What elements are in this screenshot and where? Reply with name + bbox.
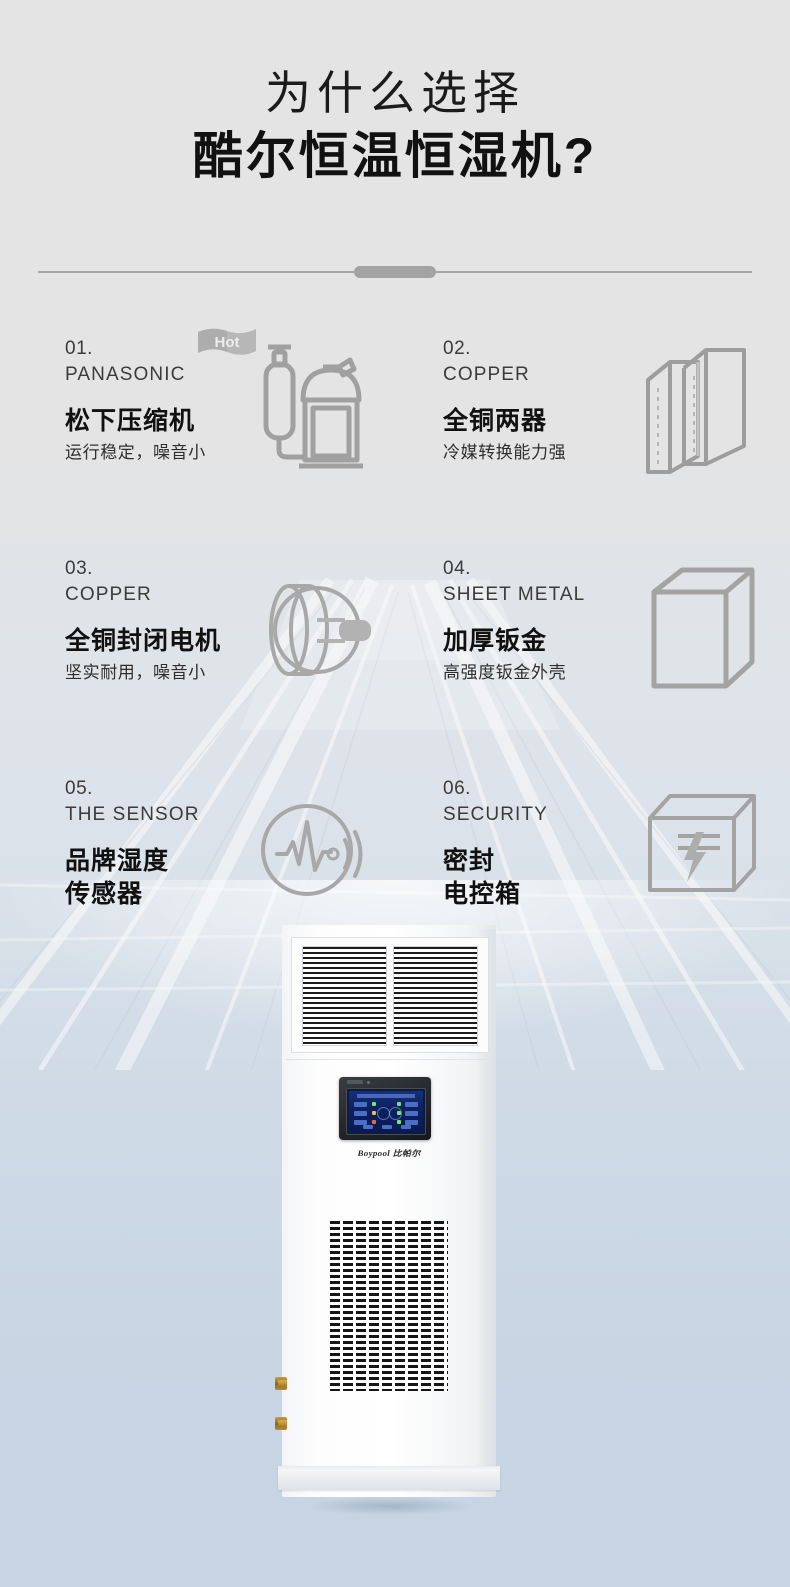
feature-index: 04. (443, 558, 471, 579)
divider-knob (354, 266, 436, 278)
feature-grid: 01. PANASONIC 松下压缩机 运行稳定，噪音小 Hot (0, 318, 790, 978)
feature-title: 全铜封闭电机 (65, 627, 222, 656)
feature-item-02: 02. COPPER 全铜两器 冷媒转换能力强 (395, 318, 790, 538)
lcd-dial (389, 1107, 402, 1120)
feature-text-block: 05. THE SENSOR 品牌湿度 传感器 (65, 776, 280, 914)
lcd-status-led (372, 1102, 376, 1106)
panel-label-strip (347, 1080, 363, 1084)
lcd-status-led (397, 1102, 401, 1106)
heat-exchanger-icon (640, 338, 760, 483)
feature-item-05: 05. THE SENSOR 品牌湿度 传感器 (0, 758, 395, 978)
top-vent-panel (291, 937, 489, 1053)
feature-row: 01. PANASONIC 松下压缩机 运行稳定，噪音小 Hot (0, 318, 790, 538)
feature-eng-label: THE SENSOR (65, 804, 200, 826)
product-cabinet: Boypool 比帕尔 (275, 925, 496, 1497)
lcd-button[interactable] (363, 1125, 373, 1129)
feature-row: 03. COPPER 全铜封闭电机 坚实耐用，噪音小 (0, 538, 790, 758)
feature-index: 05. (65, 778, 93, 799)
cabinet-side-panel (474, 929, 496, 1489)
brand-logo-text: Boypool 比帕尔 (357, 1148, 421, 1158)
feature-subtitle: 运行稳定，噪音小 (65, 442, 206, 462)
panel-indicator-dot (367, 1081, 370, 1084)
cabinet-seam (286, 1059, 492, 1060)
feature-row: 05. THE SENSOR 品牌湿度 传感器 (0, 758, 790, 978)
hot-badge-text: Hot (215, 334, 240, 351)
pipe-fitting-lower (275, 1417, 287, 1430)
air-grille-right (393, 946, 478, 1046)
lcd-button[interactable] (354, 1120, 367, 1125)
feature-title: 品牌湿度 传感器 (65, 847, 170, 908)
lcd-button[interactable] (354, 1111, 367, 1116)
section-divider (38, 265, 752, 279)
feature-subtitle: 高强度钣金外壳 (443, 662, 567, 682)
lcd-button[interactable] (405, 1102, 418, 1107)
feature-text-block: 03. COPPER 全铜封闭电机 坚实耐用，噪音小 (65, 556, 280, 685)
page-header: 为什么选择 酷尔恒温恒湿机? (0, 0, 790, 184)
lcd-status-led (372, 1120, 376, 1124)
lcd-status-led (372, 1111, 376, 1115)
feature-text-block: 04. SHEET METAL 加厚钣金 高强度钣金外壳 (443, 556, 658, 685)
electrical-box-icon (640, 778, 760, 923)
feature-title: 松下压缩机 (65, 407, 196, 436)
feature-item-06: 06. SECURITY 密封 电控箱 (395, 758, 790, 978)
feature-index: 02. (443, 338, 471, 359)
plinth-lip (278, 1466, 500, 1471)
feature-text-block: 02. COPPER 全铜两器 冷媒转换能力强 (443, 336, 658, 465)
feature-index: 03. (65, 558, 93, 579)
feature-text-block: 01. PANASONIC 松下压缩机 运行稳定，噪音小 (65, 336, 280, 465)
lcd-button[interactable] (354, 1102, 367, 1107)
feature-eng-label: SHEET METAL (443, 584, 586, 606)
product-shadow (274, 1493, 506, 1519)
lcd-screen[interactable] (349, 1091, 423, 1132)
metal-box-icon (640, 558, 760, 703)
feature-eng-label: COPPER (65, 584, 152, 606)
pipe-fitting-upper (275, 1377, 287, 1390)
lcd-title-bar (357, 1094, 415, 1098)
brand-logo: Boypool 比帕尔 (334, 1147, 444, 1160)
feature-subtitle: 坚实耐用，噪音小 (65, 662, 206, 682)
feature-eng-label: PANASONIC (65, 364, 186, 386)
feature-subtitle: 冷媒转换能力强 (443, 442, 567, 462)
lcd-button[interactable] (405, 1111, 418, 1116)
control-panel[interactable] (339, 1077, 431, 1140)
lcd-button[interactable] (401, 1125, 411, 1129)
feature-title: 加厚钣金 (443, 627, 548, 656)
page-title-line1: 为什么选择 (265, 67, 525, 119)
product-image: Boypool 比帕尔 (274, 925, 506, 1519)
feature-item-04: 04. SHEET METAL 加厚钣金 高强度钣金外壳 (395, 538, 790, 758)
lcd-status-led (397, 1120, 401, 1124)
feature-item-01: 01. PANASONIC 松下压缩机 运行稳定，噪音小 Hot (0, 318, 395, 538)
compressor-icon (253, 338, 373, 483)
air-grille-left (302, 946, 387, 1046)
feature-text-block: 06. SECURITY 密封 电控箱 (443, 776, 658, 914)
feature-eng-label: SECURITY (443, 804, 548, 826)
feature-title: 全铜两器 (443, 407, 548, 436)
lcd-button[interactable] (405, 1120, 418, 1125)
feature-item-03: 03. COPPER 全铜封闭电机 坚实耐用，噪音小 (0, 538, 395, 758)
feature-eng-label: COPPER (443, 364, 530, 386)
feature-title: 密封 电控箱 (443, 847, 522, 908)
hot-badge: Hot (196, 326, 258, 360)
feature-index: 06. (443, 778, 471, 799)
feature-index: 01. (65, 338, 93, 359)
motor-icon (253, 558, 373, 703)
lcd-button[interactable] (382, 1125, 392, 1129)
sensor-waveform-icon (253, 778, 373, 923)
page-title-line2: 酷尔恒温恒湿机? (192, 127, 598, 184)
lower-air-grille (330, 1221, 448, 1391)
cabinet-base-plinth (278, 1466, 500, 1490)
display-bezel (346, 1088, 426, 1135)
